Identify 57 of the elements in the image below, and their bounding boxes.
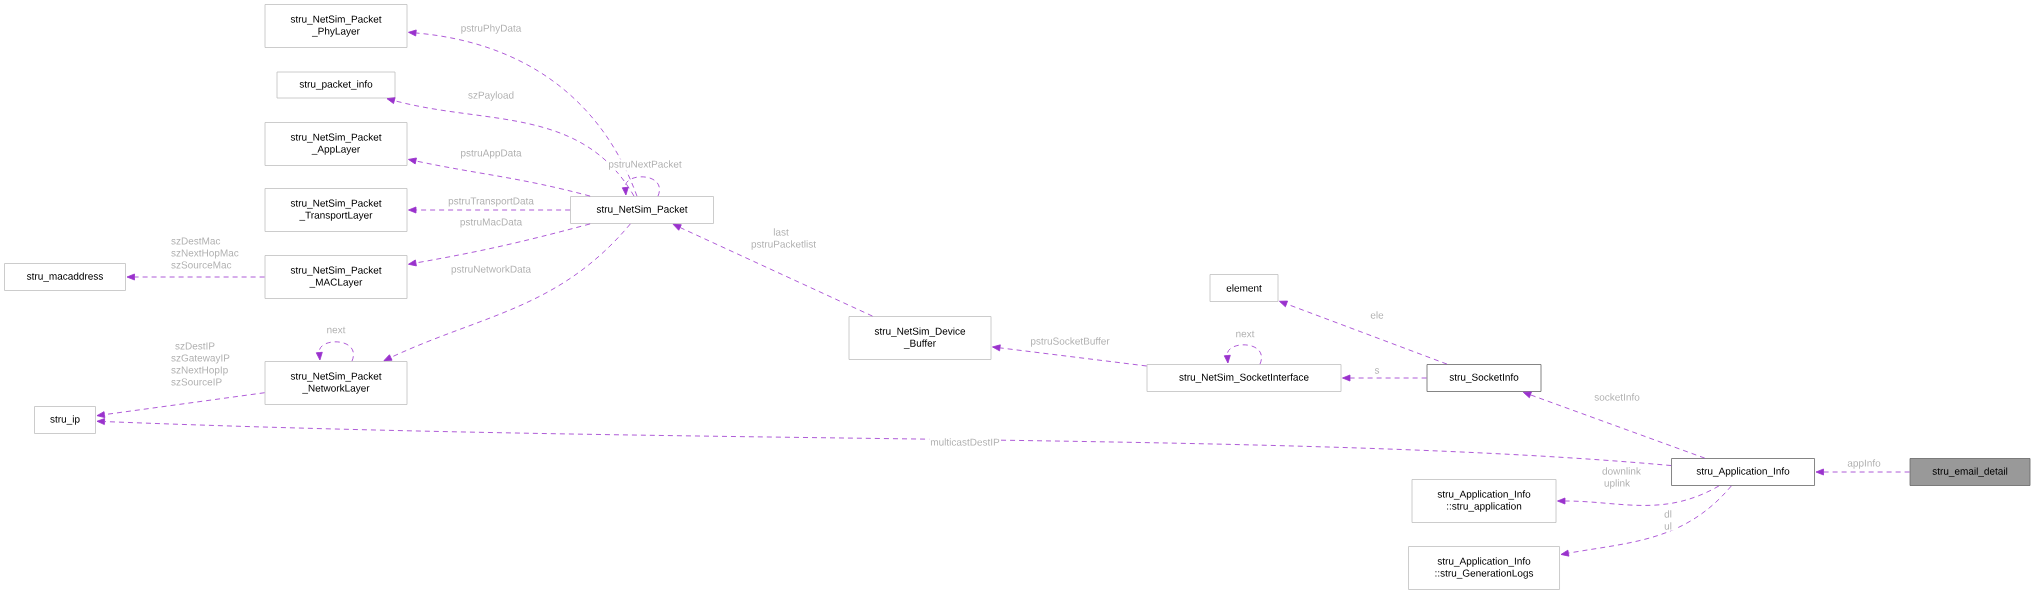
edge-label: szDestIP szGatewayIP szNextHopIp szSourceIP — [170, 341, 230, 387]
struct-box: stru_NetSim_Packet _PhyLayer — [264, 4, 408, 48]
edge-label: s — [1373, 367, 1381, 375]
struct-box: stru_NetSim_Packet _AppLayer — [264, 122, 408, 166]
struct-box: stru_NetSim_Packet _MACLayer — [264, 255, 408, 299]
struct-box: stru_packet_info — [276, 71, 396, 99]
edge-label: downlink uplink — [1601, 466, 1641, 490]
arrow — [408, 29, 638, 197]
arrow — [1223, 344, 1262, 365]
edge-label: pstruSocketBuffer — [1029, 336, 1111, 348]
edge-label: next — [1234, 329, 1256, 339]
edge-label: dl ul — [1659, 509, 1677, 531]
arrow — [408, 157, 591, 197]
arrow — [1815, 468, 1910, 476]
arrow — [408, 206, 571, 214]
arrow — [315, 341, 354, 362]
edge-label: pstruTransportData — [447, 196, 535, 208]
struct-box: stru_NetSim_Device _Buffer — [848, 316, 992, 360]
edge-label: pstruNextPacket — [607, 159, 683, 171]
arrow — [96, 418, 1672, 466]
arrow — [386, 97, 635, 197]
edge-label: pstruAppData — [459, 148, 523, 160]
arrow — [1560, 485, 1732, 557]
edge-label: pstruMacData — [458, 217, 524, 229]
struct-box: stru_ip — [34, 406, 96, 434]
arrow — [1522, 391, 1706, 459]
edge-label: next — [325, 325, 347, 335]
struct-box: stru_Application_Info ::stru_GenerationLogs — [1408, 546, 1560, 590]
arrow — [408, 223, 591, 267]
struct-box: stru_SocketInfo — [1426, 364, 1542, 392]
struct-box: stru_Application_Info — [1671, 458, 1815, 486]
edge-label: multicastDestIP — [929, 437, 1001, 447]
arrow — [1557, 485, 1720, 506]
struct-box: stru_NetSim_SocketInterface — [1146, 364, 1342, 392]
struct-box: stru_Application_Info ::stru_application — [1411, 479, 1557, 523]
struct-box: stru_NetSim_Packet _TransportLayer — [264, 188, 408, 232]
arrow — [126, 273, 265, 281]
arrow — [383, 223, 631, 362]
edge-label: ele — [1369, 310, 1385, 320]
edge-label: szPayload — [466, 90, 516, 102]
struct-box: element — [1209, 274, 1279, 302]
arrow — [672, 223, 873, 317]
edge-label: appInfo — [1846, 458, 1882, 470]
edge-label: szDestMac szNextHopMac szSourceMac — [170, 236, 239, 270]
struct-box: stru_NetSim_Packet _NetworkLayer — [264, 361, 408, 405]
arrow — [96, 392, 265, 418]
edge-label: socketInfo — [1593, 392, 1641, 402]
edge-label: last pstruPacketlist — [750, 227, 816, 251]
arrow — [1342, 374, 1427, 382]
arrow — [621, 176, 660, 197]
edge-label: pstruPhyData — [459, 23, 523, 35]
arrow — [992, 344, 1147, 367]
struct-box: stru_macaddress — [4, 263, 126, 291]
arrow — [1279, 300, 1448, 365]
struct-box: stru_email_detail — [1909, 458, 2031, 486]
struct-box: stru_NetSim_Packet — [570, 196, 714, 224]
edge-label: pstruNetworkData — [450, 264, 532, 276]
